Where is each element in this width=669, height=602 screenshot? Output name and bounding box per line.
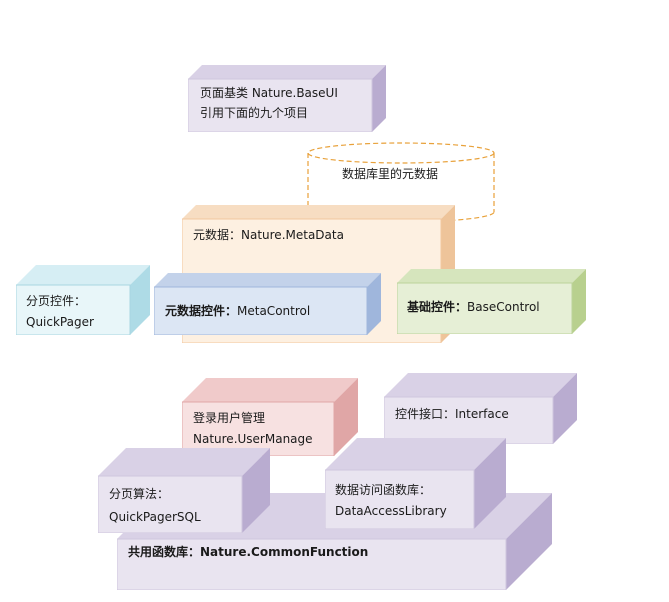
commonfunction-label: 共用函数库：Nature.CommonFunction xyxy=(128,545,369,559)
usermanage-line2: Nature.UserManage xyxy=(193,432,313,446)
quickpagersql-box xyxy=(98,448,270,533)
basecontrol-label-rest: BaseControl xyxy=(467,300,540,314)
database-label: 数据库里的元数据 xyxy=(342,167,439,181)
metacontrol-box xyxy=(154,273,381,335)
quickpager-line2: QuickPager xyxy=(26,315,94,329)
metacontrol-label-bold: 元数据控件： xyxy=(165,304,238,318)
base-ui-box xyxy=(188,65,386,132)
metadata-label: 元数据：Nature.MetaData xyxy=(193,228,344,242)
basecontrol-label: 基础控件：BaseControl xyxy=(407,298,540,316)
base-ui-line2: 引用下面的九个项目 xyxy=(200,106,309,120)
metacontrol-label-rest: MetaControl xyxy=(237,304,311,318)
usermanage-line1: 登录用户管理 xyxy=(193,411,266,425)
basecontrol-box xyxy=(397,269,586,334)
quickpager-box xyxy=(16,265,150,335)
interface-label: 控件接口：Interface xyxy=(395,407,509,421)
interface-box xyxy=(384,373,577,444)
quickpagersql-line2: QuickPagerSQL xyxy=(109,510,201,524)
usermanage-box xyxy=(182,378,358,456)
dataaccess-line2: DataAccessLibrary xyxy=(335,504,447,518)
dataaccess-box xyxy=(325,438,506,529)
base-ui-line1: 页面基类 Nature.BaseUI xyxy=(200,86,338,100)
quickpagersql-line1: 分页算法： xyxy=(109,487,170,501)
metacontrol-label: 元数据控件：MetaControl xyxy=(165,302,310,320)
basecontrol-label-bold: 基础控件： xyxy=(407,300,468,314)
dataaccess-line1: 数据访问函数库： xyxy=(335,483,432,497)
quickpager-line1: 分页控件： xyxy=(26,294,87,308)
